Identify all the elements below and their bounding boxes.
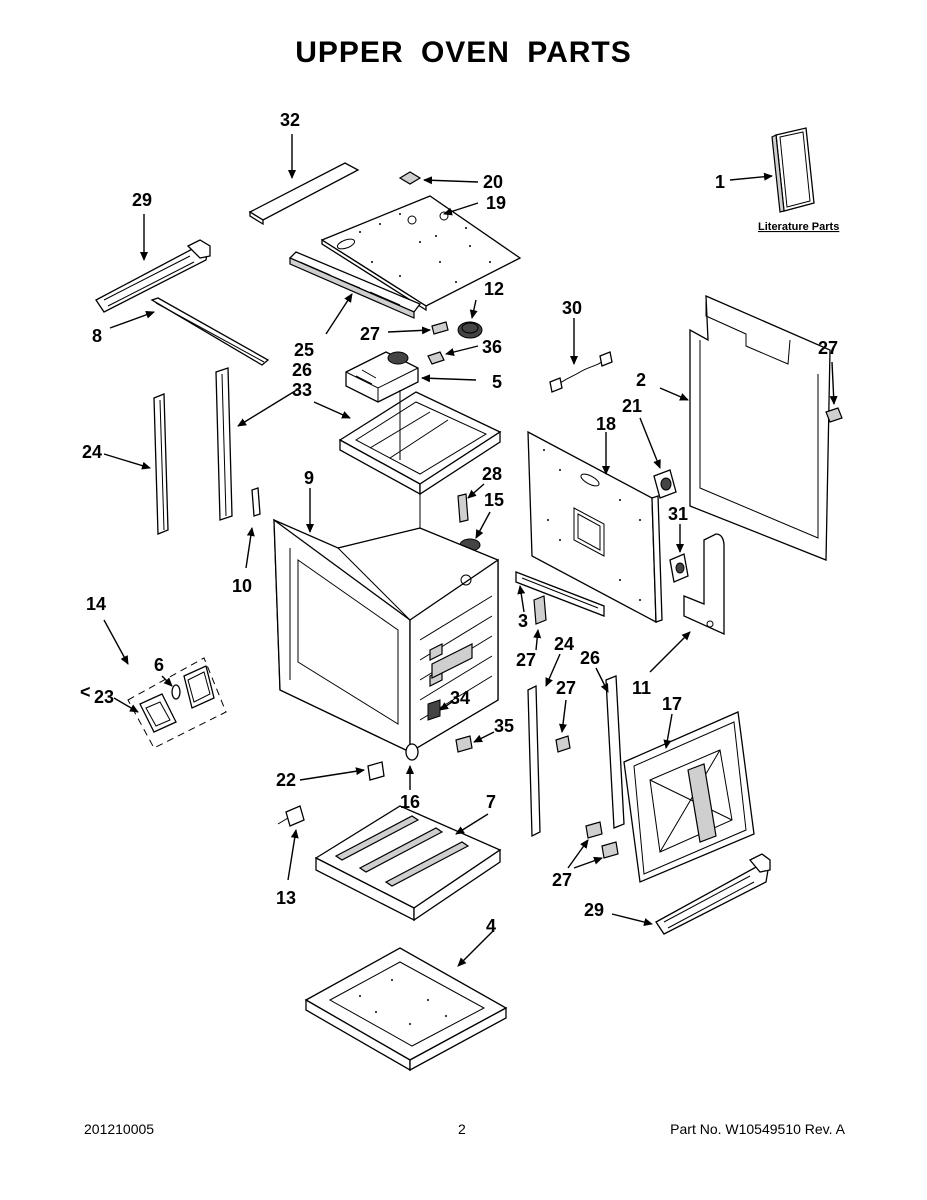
literature-parts-label: Literature Parts xyxy=(758,221,839,233)
rear-lower-rail-part xyxy=(515,571,605,651)
literature-parts-booklet xyxy=(729,127,815,213)
convection-bracket-part xyxy=(345,351,477,403)
callout-5: 5 xyxy=(492,372,502,392)
rear-wrapper-part xyxy=(659,294,831,561)
callout-18: 18 xyxy=(596,414,616,434)
foot-part xyxy=(299,761,385,781)
callout-35: 35 xyxy=(494,716,514,736)
callout-17: 17 xyxy=(662,694,682,714)
callout-22: 22 xyxy=(276,770,296,790)
top-panel-part xyxy=(320,195,522,312)
footer-page-number: 2 xyxy=(458,1121,466,1137)
callout-12: 12 xyxy=(484,279,504,299)
door-switch-group xyxy=(405,699,495,790)
drip-tray-part xyxy=(313,390,502,570)
callout-19: 19 xyxy=(486,193,506,213)
callout-27-mid: 27 xyxy=(516,650,536,670)
footer-part-number: Part No. W10549510 Rev. A xyxy=(670,1121,845,1137)
callout-30: 30 xyxy=(562,298,582,318)
page-title: UPPER OVEN PARTS xyxy=(295,36,632,69)
callout-28: 28 xyxy=(482,464,502,484)
lower-right-rail-part xyxy=(611,853,771,935)
rear-panel-part xyxy=(527,430,663,624)
top-trim-part xyxy=(248,134,360,226)
small-bracket-part xyxy=(245,487,261,569)
strip-part xyxy=(109,297,270,366)
callout-24-right: 24 xyxy=(554,634,574,654)
callout-2: 2 xyxy=(636,370,646,390)
callout-27-vertical: 27 xyxy=(556,678,576,698)
callout-24-left: 24 xyxy=(82,442,102,462)
callout-6: 6 xyxy=(154,655,164,675)
callout-9: 9 xyxy=(304,468,314,488)
small-pad-part xyxy=(398,171,479,185)
callout-8: 8 xyxy=(92,326,102,346)
callout-26-right: 26 xyxy=(580,648,600,668)
callout-7: 7 xyxy=(486,792,496,812)
callout-23: 23 xyxy=(94,687,114,707)
callout-27-right: 27 xyxy=(818,338,838,358)
callout-25: 25 xyxy=(294,340,314,360)
callout-1: 1 xyxy=(715,172,725,192)
right-side-verticals xyxy=(527,653,625,838)
left-vertical-channel-part xyxy=(103,393,169,535)
callout-16: 16 xyxy=(400,792,420,812)
bottom-panel-part xyxy=(304,929,508,1072)
upper-left-rail-part xyxy=(95,214,211,313)
wire-harness-part xyxy=(549,318,613,393)
callout-14: 14 xyxy=(86,594,106,614)
callout-10: 10 xyxy=(232,576,252,596)
fan-motor-group xyxy=(387,299,483,365)
thermostat-part xyxy=(639,417,677,499)
callout-21: 21 xyxy=(622,396,642,416)
callout-27-bottom: 27 xyxy=(552,870,572,890)
callout-34: 34 xyxy=(450,688,470,708)
callout-4: 4 xyxy=(486,916,496,936)
screw-part-right xyxy=(825,361,843,423)
callout-26-left: 26 xyxy=(292,360,312,380)
callout-11: 11 xyxy=(632,678,651,698)
callout-13: 13 xyxy=(276,888,296,908)
callout-33: 33 xyxy=(292,380,312,400)
callout-36: 36 xyxy=(482,337,502,357)
duct-part xyxy=(649,533,725,673)
door-frame-part xyxy=(623,711,755,883)
limit-switch-part xyxy=(669,524,689,583)
light-assembly-group: < xyxy=(80,619,227,749)
callout-27-top: 27 xyxy=(360,324,380,344)
callout-31: 31 xyxy=(668,504,688,524)
oven-cavity-part xyxy=(273,488,500,754)
callout-20: 20 xyxy=(483,172,503,192)
right-vertical-channel-part xyxy=(215,367,301,521)
hinge-receiver-part xyxy=(277,805,305,881)
lower-tray-part xyxy=(314,805,502,922)
door-screws-group xyxy=(567,821,619,869)
callout-3: 3 xyxy=(518,611,528,631)
callout-15: 15 xyxy=(484,490,504,510)
callout-29-bottom: 29 xyxy=(584,900,604,920)
footer-document-number: 201210005 xyxy=(84,1121,155,1137)
callout-32: 32 xyxy=(280,110,300,130)
svg-text:<: < xyxy=(80,682,91,702)
front-rail-part xyxy=(288,251,422,335)
callout-29-top: 29 xyxy=(132,190,152,210)
